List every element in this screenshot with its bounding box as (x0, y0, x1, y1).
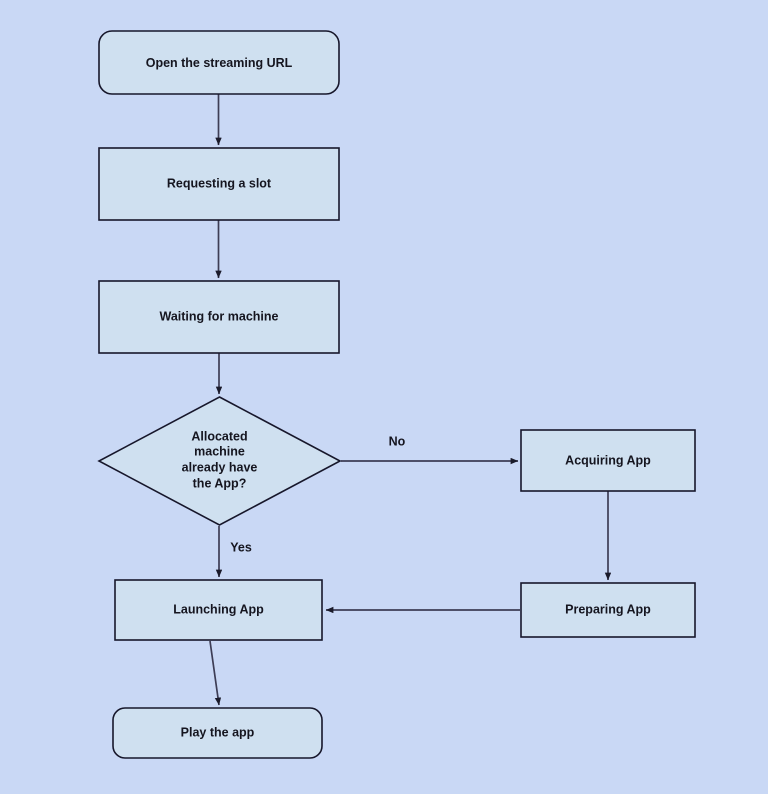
node-preparing-app-label: Preparing App (565, 602, 651, 616)
node-has-app-decision[interactable]: Allocated machine already have the App? (97, 396, 342, 526)
node-open-url-shape (98, 30, 340, 95)
node-requesting-slot[interactable]: Requesting a slot (98, 147, 340, 221)
node-has-app-decision-label-line-4: the App? (193, 476, 247, 490)
edge-label-no: No (389, 434, 406, 448)
node-preparing-app-shape (520, 582, 696, 638)
node-acquiring-app-shape (520, 429, 696, 492)
node-waiting-machine-label: Waiting for machine (160, 309, 279, 323)
edge-label-yes: Yes (230, 540, 252, 554)
node-play-app-shape (112, 707, 323, 759)
node-launching-app[interactable]: Launching App (114, 579, 323, 641)
node-open-url[interactable]: Open the streaming URL (98, 30, 340, 95)
node-play-app[interactable]: Play the app (112, 707, 323, 759)
node-play-app-label: Play the app (181, 725, 255, 739)
edge-launching-app-to-play-app (209, 640, 222, 706)
node-preparing-app[interactable]: Preparing App (520, 582, 696, 638)
node-has-app-decision-label-line-1: Allocated (191, 429, 247, 443)
node-acquiring-app[interactable]: Acquiring App (520, 429, 696, 492)
edge-group (209, 94, 612, 706)
node-has-app-decision-label-line-3: already have (182, 460, 258, 474)
node-requesting-slot-shape (98, 147, 340, 221)
node-open-url-label: Open the streaming URL (146, 56, 293, 70)
node-launching-app-label: Launching App (173, 602, 264, 616)
node-waiting-machine[interactable]: Waiting for machine (98, 280, 340, 354)
node-waiting-machine-shape (98, 280, 340, 354)
node-requesting-slot-label: Requesting a slot (167, 176, 272, 190)
node-launching-app-shape (114, 579, 323, 641)
node-has-app-decision-shape (97, 396, 342, 526)
node-has-app-decision-label-line-2: machine (194, 444, 245, 458)
node-acquiring-app-label: Acquiring App (565, 453, 651, 467)
